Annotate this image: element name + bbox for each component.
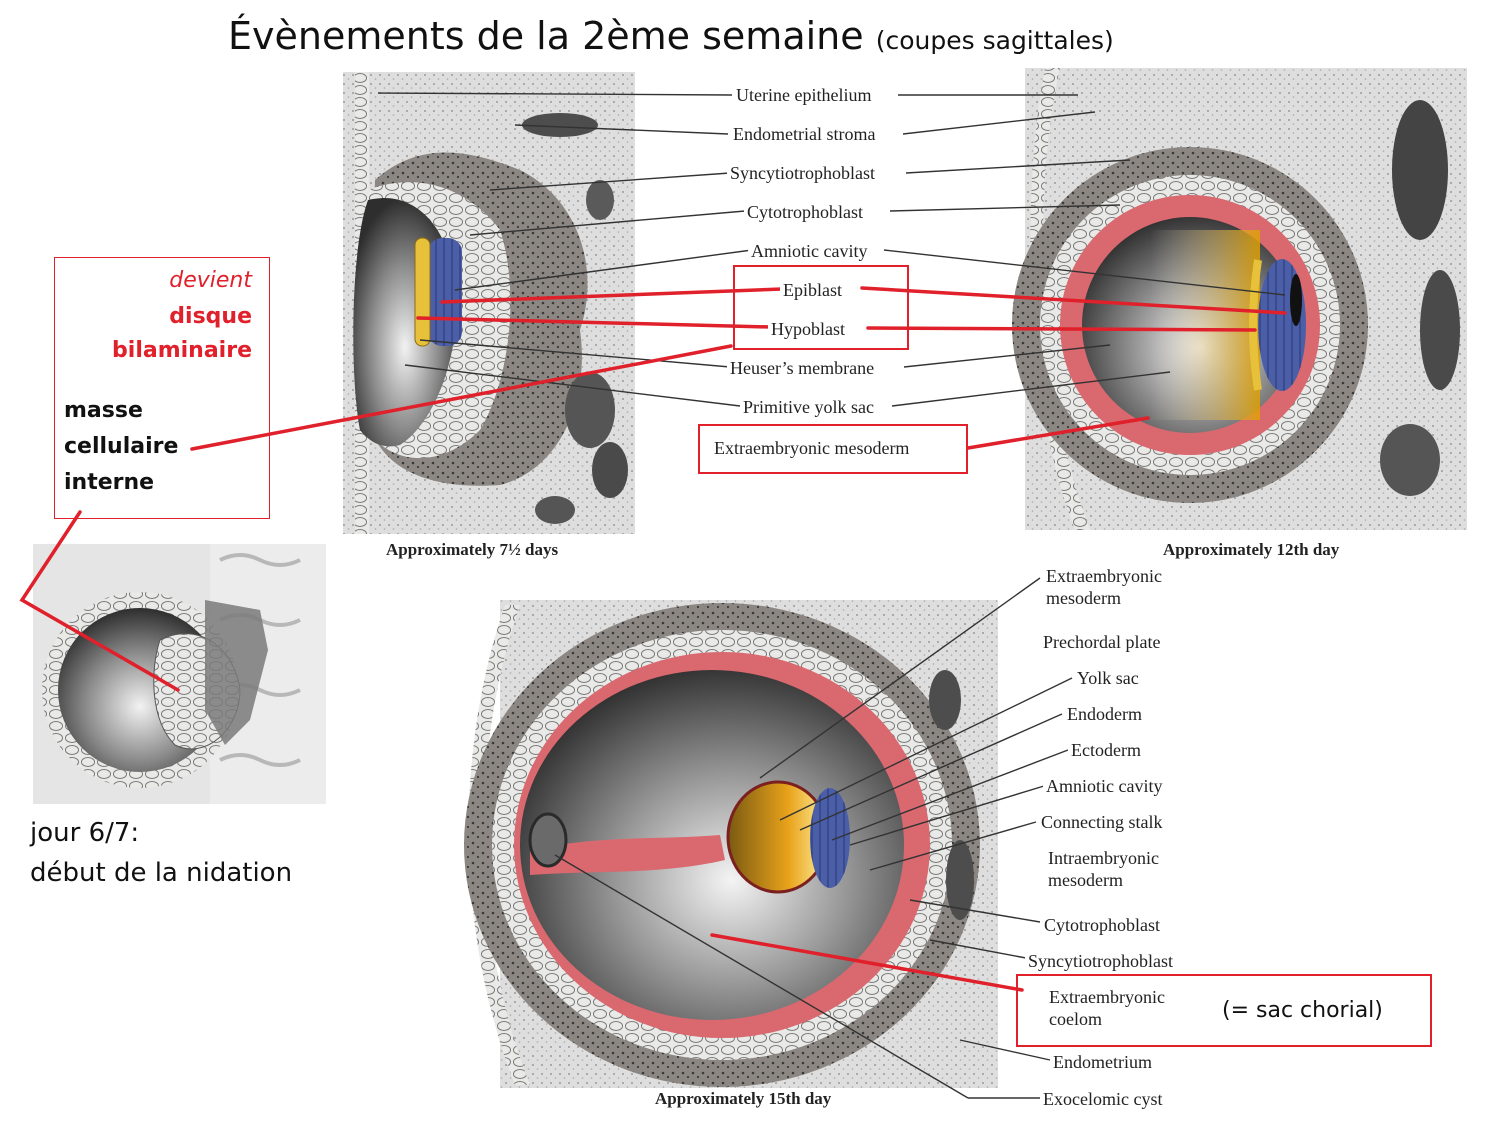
annotation-interne: interne [64, 470, 155, 495]
label-extraembryonic-coelom-2: coelom [1046, 1008, 1105, 1030]
label-syncytiotrophoblast-top: Syncytiotrophoblast [727, 162, 878, 184]
label-endometrium: Endometrium [1050, 1051, 1155, 1073]
label-cytotrophoblast-top: Cytotrophoblast [744, 201, 866, 223]
highlight-box-epiblast-hypoblast [733, 265, 909, 350]
label-amniotic-cavity-top: Amniotic cavity [748, 240, 871, 262]
highlight-box-extraembryonic-coelom [1016, 974, 1432, 1047]
title-main: Évènements de la 2ème semaine [228, 14, 864, 58]
label-epiblast: Epiblast [780, 279, 845, 301]
label-endoderm: Endoderm [1064, 703, 1145, 725]
label-yolk-sac: Yolk sac [1074, 667, 1142, 689]
label-endometrial-stroma: Endometrial stroma [730, 123, 879, 145]
nidation-note-day: jour 6/7: [30, 818, 140, 848]
label-prechordal-plate: Prechordal plate [1040, 631, 1164, 653]
annotation-devient: devient [169, 268, 252, 293]
label-extraembryonic-mesoderm-bottom-1: Extraembryonic [1043, 565, 1165, 587]
annotation-cellulaire: cellulaire [64, 434, 179, 459]
highlight-box-extraembryonic-mesoderm [698, 424, 968, 474]
label-hypoblast: Hypoblast [768, 318, 848, 340]
label-exocelomic-cyst: Exocelomic cyst [1040, 1088, 1166, 1110]
annotation-disque: disque [169, 304, 252, 329]
label-intraembryonic-mesoderm-2: mesoderm [1045, 869, 1126, 891]
label-syncytiotrophoblast-bottom: Syncytiotrophoblast [1025, 950, 1176, 972]
note-sac-chorial: (= sac chorial) [1222, 998, 1383, 1023]
caption-day-15: Approximately 15th day [655, 1089, 832, 1108]
leader-lines [377, 92, 1286, 1099]
annotation-box [54, 257, 270, 519]
label-intraembryonic-mesoderm-1: Intraembryonic [1045, 847, 1162, 869]
page-title: Évènements de la 2ème semaine (coupes sa… [228, 14, 1114, 58]
caption-day-7-5: Approximately 7½ days [386, 540, 559, 559]
label-primitive-yolk-sac: Primitive yolk sac [740, 396, 877, 418]
title-subtitle: (coupes sagittales) [875, 26, 1114, 55]
panel-day-6-7 [33, 544, 326, 804]
label-uterine-epithelium: Uterine epithelium [733, 84, 875, 106]
label-extraembryonic-coelom-1: Extraembryonic [1046, 986, 1168, 1008]
label-extraembryonic-mesoderm-bottom-2: mesoderm [1043, 587, 1124, 609]
annotation-masse: masse [64, 398, 143, 423]
label-extraembryonic-mesoderm-top: Extraembryonic mesoderm [711, 437, 913, 459]
highlight-lines [19, 286, 1287, 992]
label-amniotic-cavity-bottom: Amniotic cavity [1043, 775, 1166, 797]
panel-day-12 [1012, 68, 1467, 530]
caption-day-12: Approximately 12th day [1163, 540, 1340, 559]
panel-day-7-5 [343, 72, 635, 534]
nidation-note-desc: début de la nidation [30, 858, 293, 888]
label-ectoderm: Ectoderm [1068, 739, 1144, 761]
label-heusers-membrane: Heuser’s membrane [727, 357, 878, 379]
label-cytotrophoblast-bottom: Cytotrophoblast [1041, 914, 1163, 936]
label-connecting-stalk: Connecting stalk [1038, 811, 1166, 833]
panel-day-15 [464, 600, 998, 1088]
annotation-bilaminaire: bilaminaire [112, 338, 252, 363]
